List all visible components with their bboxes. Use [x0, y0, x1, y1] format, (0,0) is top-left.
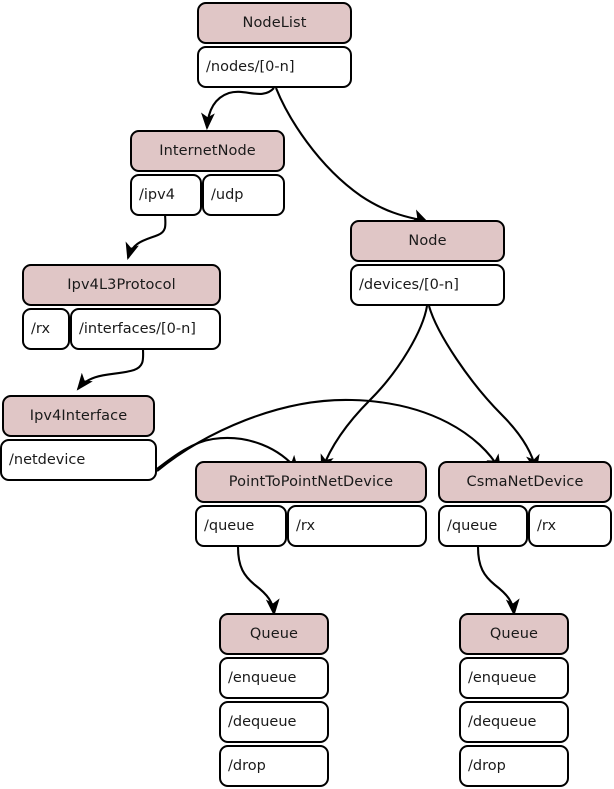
- node-node-header[interactable]: Node: [350, 220, 505, 262]
- node-pointtopointnetdevice-slot-queue[interactable]: /queue: [195, 505, 287, 547]
- node-queue-left-slot-drop[interactable]: /drop: [219, 745, 329, 787]
- node-nodelist-slot-nodes[interactable]: /nodes/[0-n]: [197, 46, 352, 88]
- node-csmanetdevice-header[interactable]: CsmaNetDevice: [438, 461, 612, 503]
- node-pointtopointnetdevice-header[interactable]: PointToPointNetDevice: [195, 461, 427, 503]
- edge-ipv4l3protocol-to-ipv4interface: [76, 347, 145, 391]
- node-queue-left-slot-enqueue[interactable]: /enqueue: [219, 657, 329, 699]
- node-ipv4interface-slot-netdevice[interactable]: /netdevice: [0, 439, 157, 481]
- node-queue-left-header[interactable]: Queue: [219, 613, 329, 655]
- node-queue-right-slot-drop[interactable]: /drop: [459, 745, 569, 787]
- node-csmanetdevice-slot-rx[interactable]: /rx: [528, 505, 612, 547]
- edge-nodelist-to-internetnode: [201, 87, 275, 131]
- node-ipv4interface-header[interactable]: Ipv4Interface: [2, 395, 155, 437]
- node-ipv4l3protocol-slot-interfaces[interactable]: /interfaces/[0-n]: [70, 308, 221, 350]
- node-queue-left-slot-dequeue[interactable]: /dequeue: [219, 701, 329, 743]
- edge-p2pqueue-to-queue-left: [236, 546, 280, 617]
- edge-internetnode-to-ipv4l3protocol: [125, 211, 167, 261]
- node-csmanetdevice-slot-queue[interactable]: /queue: [438, 505, 528, 547]
- node-ipv4l3protocol-header[interactable]: Ipv4L3Protocol: [22, 264, 221, 306]
- edge-devices-to-csma: [427, 305, 540, 473]
- node-ipv4l3protocol-slot-rx[interactable]: /rx: [22, 308, 70, 350]
- node-node-slot-devices[interactable]: /devices/[0-n]: [350, 264, 505, 306]
- node-nodelist-header[interactable]: NodeList: [197, 2, 352, 44]
- node-queue-right-header[interactable]: Queue: [459, 613, 569, 655]
- edge-devices-to-p2p: [320, 305, 429, 472]
- node-internetnode-header[interactable]: InternetNode: [130, 130, 285, 172]
- node-internetnode-slot-ipv4[interactable]: /ipv4: [130, 174, 202, 216]
- edge-nodelist-to-node: [275, 87, 429, 223]
- edge-csmaqueue-to-queue-right: [476, 546, 520, 617]
- node-queue-right-slot-enqueue[interactable]: /enqueue: [459, 657, 569, 699]
- node-queue-right-slot-dequeue[interactable]: /dequeue: [459, 701, 569, 743]
- node-pointtopointnetdevice-slot-rx[interactable]: /rx: [287, 505, 427, 547]
- node-internetnode-slot-udp[interactable]: /udp: [202, 174, 285, 216]
